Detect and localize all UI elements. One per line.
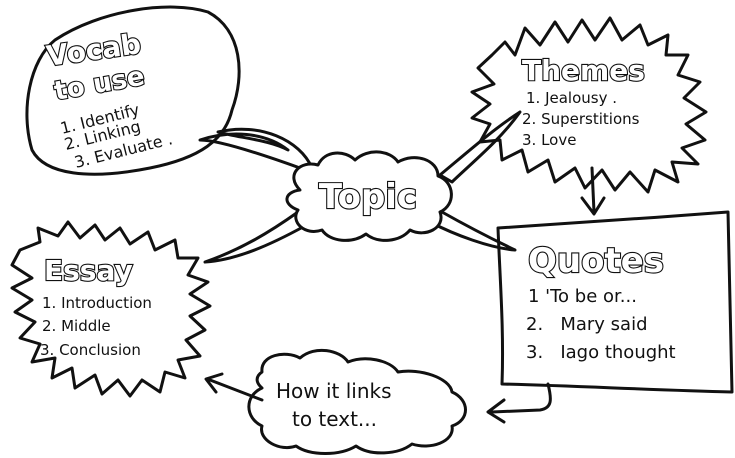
arrow-quotes-to-links: [486, 382, 552, 424]
quotes-box: [496, 210, 734, 394]
links-line-2: to text...: [292, 407, 377, 431]
branch-to-vocab: [198, 127, 314, 170]
links-line-1: How it links: [276, 379, 392, 403]
themes-item-2: 2. Superstitions: [522, 110, 640, 128]
links-cloud: [247, 348, 467, 455]
quotes-item-1: 1 'To be or...: [528, 286, 637, 307]
themes-spiky-bubble: [470, 16, 708, 194]
essay-title: Essay: [44, 254, 133, 287]
quotes-item-3: 3. Iago thought: [526, 342, 676, 363]
quotes-item-2: 2. Mary said: [526, 314, 648, 335]
essay-spiky-bubble: [10, 220, 212, 398]
topic-title: Topic: [319, 177, 417, 217]
essay-item-3: 3. Conclusion: [40, 341, 141, 359]
arrow-themes-to-quotes: [580, 166, 606, 216]
vocab-bubble: [25, 5, 241, 176]
branch-to-quotes: [428, 210, 517, 252]
themes-title: Themes: [522, 54, 645, 87]
topic-cloud: [285, 150, 453, 242]
arrow-links-to-essay: [204, 372, 264, 402]
branch-to-essay: [203, 210, 314, 264]
themes-item-3: 3. Love: [522, 131, 576, 149]
quotes-title: Quotes: [528, 241, 664, 281]
essay-item-1: 1. Introduction: [42, 294, 152, 312]
themes-item-1: 1. Jealousy .: [526, 89, 617, 107]
essay-item-2: 2. Middle: [42, 317, 111, 335]
branch-to-themes: [438, 110, 522, 184]
